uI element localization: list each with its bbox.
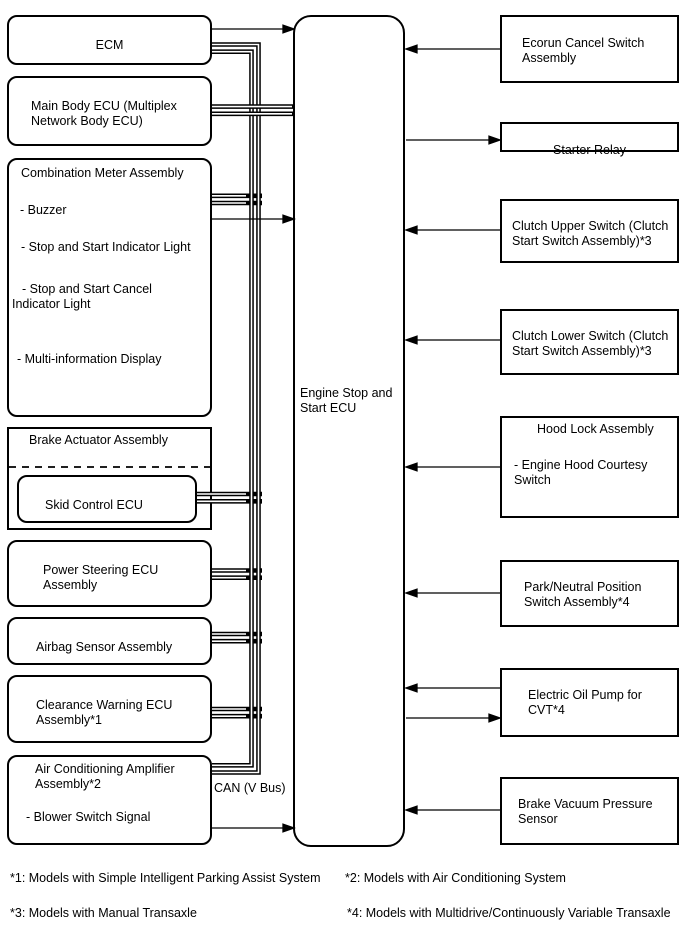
can-trunk-lines <box>212 42 261 775</box>
arrow-aircon-to-ecu <box>212 823 296 833</box>
arrow-ecm-to-ecu <box>212 24 296 34</box>
footnote-2: *2: Models with Air Conditioning System <box>345 871 566 885</box>
can-stub-airbag <box>212 631 262 644</box>
box-air-conditioning-amplifier: Air Conditioning Amplifier Assembly*2 - … <box>7 755 212 845</box>
box-brake-actuator-title: Brake Actuator Assembly <box>29 433 168 447</box>
box-combination-meter: Combination Meter Assembly - Buzzer - St… <box>7 158 212 417</box>
box-clutch-lower-switch-label: Clutch Lower Switch (Clutch Start Switch… <box>512 329 669 358</box>
box-park-neutral-switch: Park/Neutral Position Switch Assembly*4 <box>500 560 679 627</box>
arrow-meter-to-ecu <box>212 214 296 224</box>
box-starter-relay-label: Starter Relay <box>553 143 626 157</box>
box-engine-stop-start-ecu-label: Engine Stop and Start ECU <box>300 386 393 415</box>
box-skid-control-ecu: Skid Control ECU <box>17 475 197 523</box>
box-electric-oil-pump: Electric Oil Pump for CVT*4 <box>500 668 679 737</box>
box-park-neutral-switch-label: Park/Neutral Position Switch Assembly*4 <box>524 580 642 609</box>
box-ecm: ECM <box>7 15 212 65</box>
can-stub-clearance <box>212 706 262 719</box>
box-clutch-upper-switch-label: Clutch Upper Switch (Clutch Start Switch… <box>512 219 669 248</box>
can-stub-main-body <box>212 104 294 117</box>
footnote-1: *1: Models with Simple Intelligent Parki… <box>10 871 321 885</box>
box-airbag-sensor-label: Airbag Sensor Assembly <box>36 640 173 654</box>
arrow-ecorun-to-ecu <box>404 44 500 54</box>
can-stub-combination-meter <box>212 193 262 206</box>
box-ecm-label: ECM <box>95 38 124 52</box>
meter-item-multi-information-display: - Multi-information Display <box>17 352 162 366</box>
box-electric-oil-pump-label: Electric Oil Pump for CVT*4 <box>528 688 642 717</box>
arrow-oil-pump-to-ecu <box>404 683 500 693</box>
box-power-steering-ecu: Power Steering ECU Assembly <box>7 540 212 607</box>
arrow-clutch-upper-to-ecu <box>404 225 500 235</box>
arrow-hood-lock-to-ecu <box>404 462 500 472</box>
arrow-park-neutral-to-ecu <box>404 588 500 598</box>
box-combination-meter-title: Combination Meter Assembly <box>21 166 184 180</box>
can-trunk-gaps <box>212 43 260 774</box>
arrow-ecu-to-oil-pump <box>406 713 502 723</box>
meter-item-stop-start-cancel-indicator: - Stop and Start Cancel Indicator Light <box>12 282 152 311</box>
box-ecorun-cancel-switch: Ecorun Cancel Switch Assembly <box>500 15 679 83</box>
box-main-body-ecu-label: Main Body ECU (Multiplex Network Body EC… <box>31 99 177 128</box>
footnote-4: *4: Models with Multidrive/Continuously … <box>347 906 671 920</box>
box-clutch-lower-switch: Clutch Lower Switch (Clutch Start Switch… <box>500 309 679 375</box>
box-power-steering-ecu-label: Power Steering ECU Assembly <box>43 563 159 592</box>
meter-item-stop-start-indicator: - Stop and Start Indicator Light <box>21 240 191 254</box>
can-trunk-outer <box>212 42 261 775</box>
footnote-3: *3: Models with Manual Transaxle <box>10 906 197 920</box>
box-clutch-upper-switch: Clutch Upper Switch (Clutch Start Switch… <box>500 199 679 263</box>
aircon-item-blower-switch-signal: - Blower Switch Signal <box>26 810 151 824</box>
arrow-ecu-to-starter-relay <box>406 135 502 145</box>
box-starter-relay: Starter Relay <box>500 122 679 157</box>
box-clearance-warning-ecu: Clearance Warning ECU Assembly*1 <box>7 675 212 743</box>
box-skid-control-ecu-label: Skid Control ECU <box>45 498 143 512</box>
arrow-clutch-lower-to-ecu <box>404 335 500 345</box>
box-engine-stop-start-ecu: Engine Stop and Start ECU <box>293 15 405 847</box>
box-air-conditioning-amplifier-title: Air Conditioning Amplifier Assembly*2 <box>35 762 175 791</box>
hood-lock-item-courtesy-switch: - Engine Hood Courtesy Switch <box>514 458 648 487</box>
box-brake-actuator: Brake Actuator Assembly <box>7 427 212 530</box>
box-clearance-warning-ecu-label: Clearance Warning ECU Assembly*1 <box>36 698 173 727</box>
box-airbag-sensor: Airbag Sensor Assembly <box>7 617 212 665</box>
arrow-brake-vacuum-to-ecu <box>404 805 500 815</box>
box-hood-lock: Hood Lock Assembly - Engine Hood Courtes… <box>500 416 679 518</box>
box-brake-vacuum-sensor: Brake Vacuum Pressure Sensor <box>500 777 679 845</box>
can-stub-power-steering <box>212 568 262 580</box>
meter-item-buzzer: - Buzzer <box>20 203 67 217</box>
can-trunk-inner <box>212 49 254 768</box>
can-bus-label: CAN (V Bus) <box>214 781 286 795</box>
box-hood-lock-title: Hood Lock Assembly <box>537 422 654 436</box>
box-main-body-ecu: Main Body ECU (Multiplex Network Body EC… <box>7 76 212 146</box>
box-ecorun-cancel-switch-label: Ecorun Cancel Switch Assembly <box>522 36 645 65</box>
box-brake-vacuum-sensor-label: Brake Vacuum Pressure Sensor <box>518 797 653 826</box>
